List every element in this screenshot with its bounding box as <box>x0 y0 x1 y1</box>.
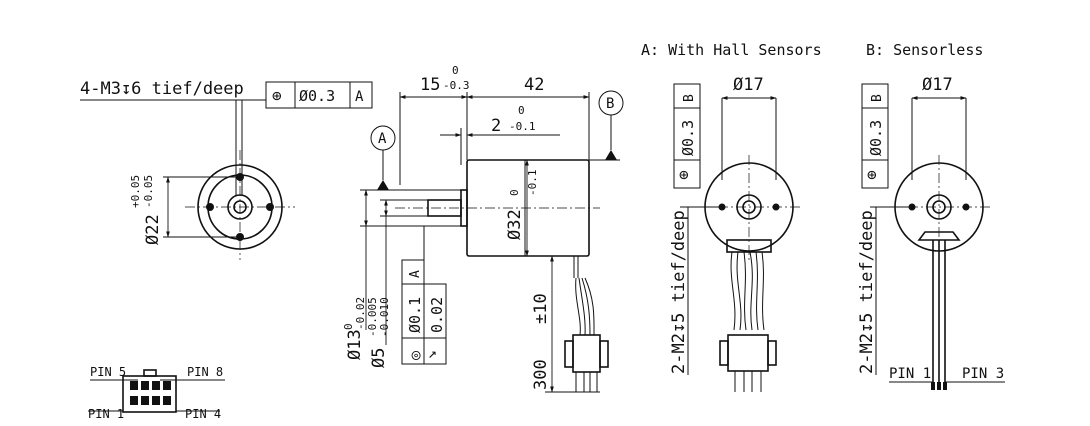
position-icon: ⊕ <box>272 86 282 105</box>
view-b-fcf-tolerance: Ø0.3 <box>867 120 885 156</box>
dia13-tol-upper: 0 <box>342 323 355 330</box>
connector-pinout: PIN 5 PIN 8 PIN 1 PIN 4 <box>88 365 225 421</box>
len2-tol-upper: 0 <box>518 104 525 117</box>
cable-assembly <box>564 256 609 392</box>
pin-cell <box>130 381 138 390</box>
dia13-label: Ø13 <box>345 329 365 360</box>
len15-tol-upper: 0 <box>452 64 459 77</box>
position-tolerance-value: Ø0.3 <box>299 87 335 105</box>
view-a-connector <box>727 334 769 372</box>
len42-label: 42 <box>524 75 544 95</box>
view-b-position-icon: ⊕ <box>867 165 877 184</box>
concentricity-tolerance-frame: A Ø0.1 ◎ <box>401 259 425 365</box>
view-a-hall-sensors: A: With Hall Sensors Ø17 B Ø0.3 ⊕ <box>641 41 822 392</box>
len2-tol-lower: -0.1 <box>509 120 536 133</box>
dia22-tol-lower: -0.05 <box>142 175 155 208</box>
dia32-tol-lower: -0.1 <box>526 170 539 197</box>
position-tolerance-frame: ⊕ Ø0.3 A <box>265 81 373 109</box>
concentric-tolerance-value: Ø0.1 <box>406 297 424 333</box>
cable-connector <box>572 334 601 373</box>
view-a-position-frame: B Ø0.3 ⊕ <box>673 83 701 189</box>
view-a-position-icon: ⊕ <box>679 165 689 184</box>
dia5-tol-lower: -0.010 <box>378 297 391 337</box>
runout-icon: ↗ <box>428 344 437 362</box>
connector-housing <box>122 375 177 413</box>
pin-cell <box>163 396 171 405</box>
view-b-position-frame: B Ø0.3 ⊕ <box>861 83 889 189</box>
datum-a-label: A <box>378 131 387 147</box>
view-b-pin3-label: PIN 3 <box>962 366 1004 382</box>
dia5-tol-upper: -0.005 <box>366 297 379 337</box>
pin4-label: PIN 4 <box>185 407 221 421</box>
pin1-label: PIN 1 <box>88 407 124 421</box>
cable-length-label: 300 <box>531 359 551 390</box>
main-view: 15 0 -0.3 42 2 0 -0.1 A B Ø32 0 -0.1 <box>342 64 624 393</box>
view-a-thread-spec: 2-M2↧5 tief/deep <box>669 210 689 374</box>
pin-cell <box>130 396 138 405</box>
view-a-cable-clamp <box>726 239 772 253</box>
len15-tol-lower: -0.3 <box>443 79 470 92</box>
pin-cell <box>152 396 160 405</box>
dia5-label: Ø5 <box>369 348 389 368</box>
pin-cell <box>141 396 149 405</box>
thread-spec-label: 4-M3↧6 tief/deep <box>80 79 244 99</box>
concentricity-icon: ◎ <box>406 351 424 360</box>
side-view: 4-M3↧6 tief/deep ⊕ Ø0.3 A Ø22 +0.05 <box>80 79 373 260</box>
view-a-fcf-datum: B <box>682 94 697 102</box>
view-b-sensorless: B: Sensorless Ø17 B Ø0.3 ⊕ 2-M2↧5 tief/d… <box>857 41 1005 390</box>
view-a-title: A: With Hall Sensors <box>641 41 822 59</box>
view-a-dia17: Ø17 <box>733 75 764 95</box>
pin5-label: PIN 5 <box>90 365 126 379</box>
concentric-datum: A <box>408 270 423 278</box>
pin-cell <box>163 381 171 390</box>
view-b-fcf-datum: B <box>870 94 885 102</box>
runout-tolerance-frame: 0.02 ↗ <box>423 283 447 365</box>
pin-cell <box>152 381 160 390</box>
cable-length-tolerance: ±10 <box>531 293 551 324</box>
position-datum: A <box>355 89 364 105</box>
view-b-title: B: Sensorless <box>866 41 983 59</box>
view-b-pin1-label: PIN 1 <box>889 366 931 382</box>
view-a-fcf-tolerance: Ø0.3 <box>679 120 697 156</box>
dia32-label: Ø32 <box>505 209 525 240</box>
len2-label: 2 <box>491 116 501 136</box>
view-b-thread-spec: 2-M2↧5 tief/deep <box>857 210 877 374</box>
dia22-label: Ø22 <box>143 214 163 245</box>
pin-cell <box>141 381 149 390</box>
datum-b-label: B <box>606 96 614 112</box>
pin8-label: PIN 8 <box>187 365 223 379</box>
view-b-dia17: Ø17 <box>922 75 953 95</box>
len15-label: 15 <box>420 75 440 95</box>
dia32-tol-upper: 0 <box>508 189 521 196</box>
dia22-tol-upper: +0.05 <box>129 175 142 208</box>
dia13-tol-lower: -0.02 <box>354 297 367 330</box>
runout-tolerance-value: 0.02 <box>428 297 446 333</box>
